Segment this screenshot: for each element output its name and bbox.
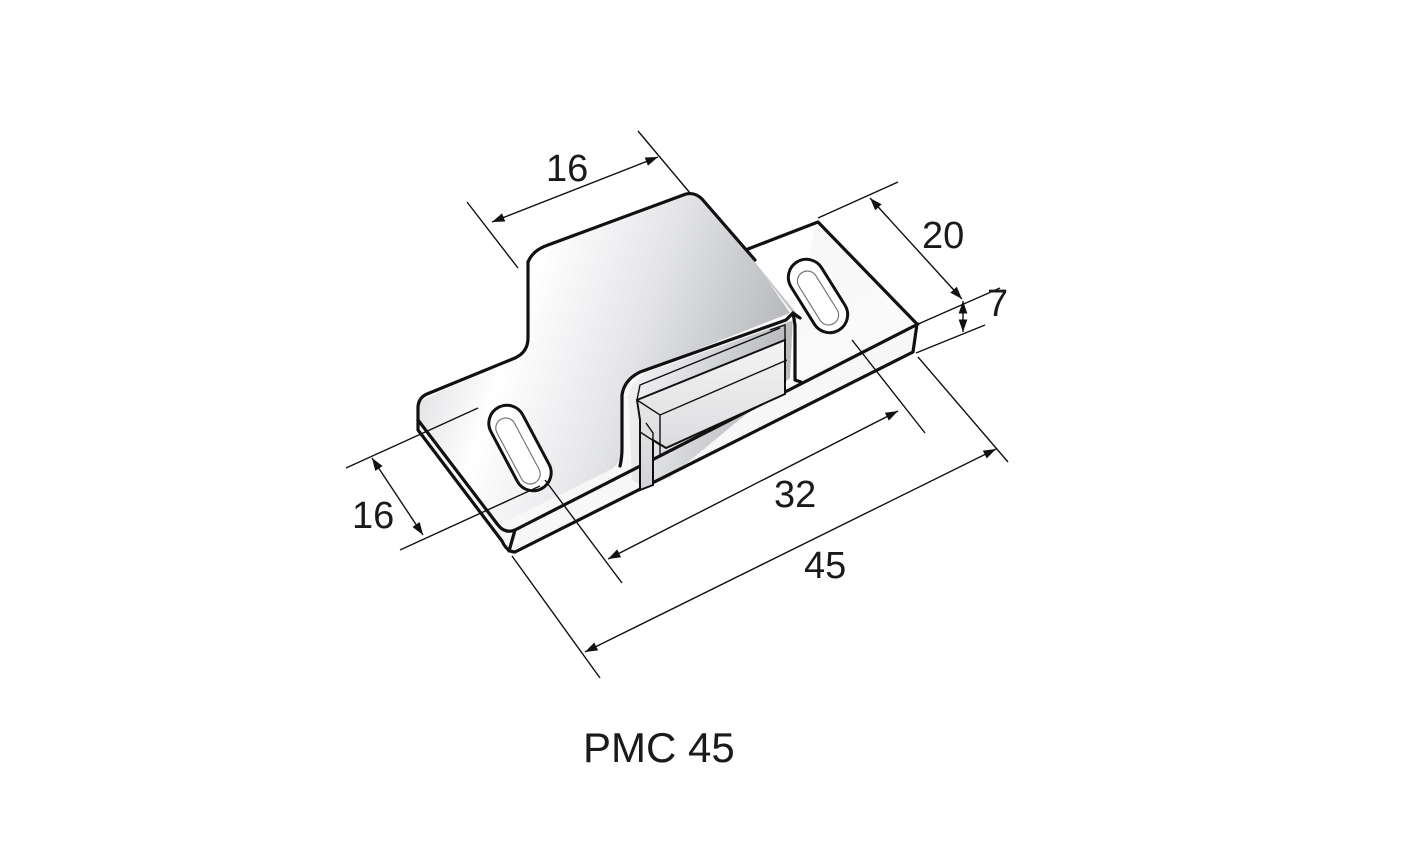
dim-label-overall-length: 45 [804, 545, 846, 587]
dim-label-base-width: 16 [352, 495, 394, 537]
dim-label-hole-spacing: 32 [774, 474, 816, 516]
product-caption: PMC 45 [583, 724, 735, 771]
catch-body [416, 191, 920, 554]
slot-hole-left [487, 403, 553, 493]
slot-hole-right [786, 257, 850, 335]
dim-label-side-depth: 20 [922, 215, 964, 257]
dimension-lines [345, 130, 1009, 679]
dim-label-thickness: 7 [987, 283, 1008, 325]
dim-label-top-width: 16 [546, 148, 588, 190]
